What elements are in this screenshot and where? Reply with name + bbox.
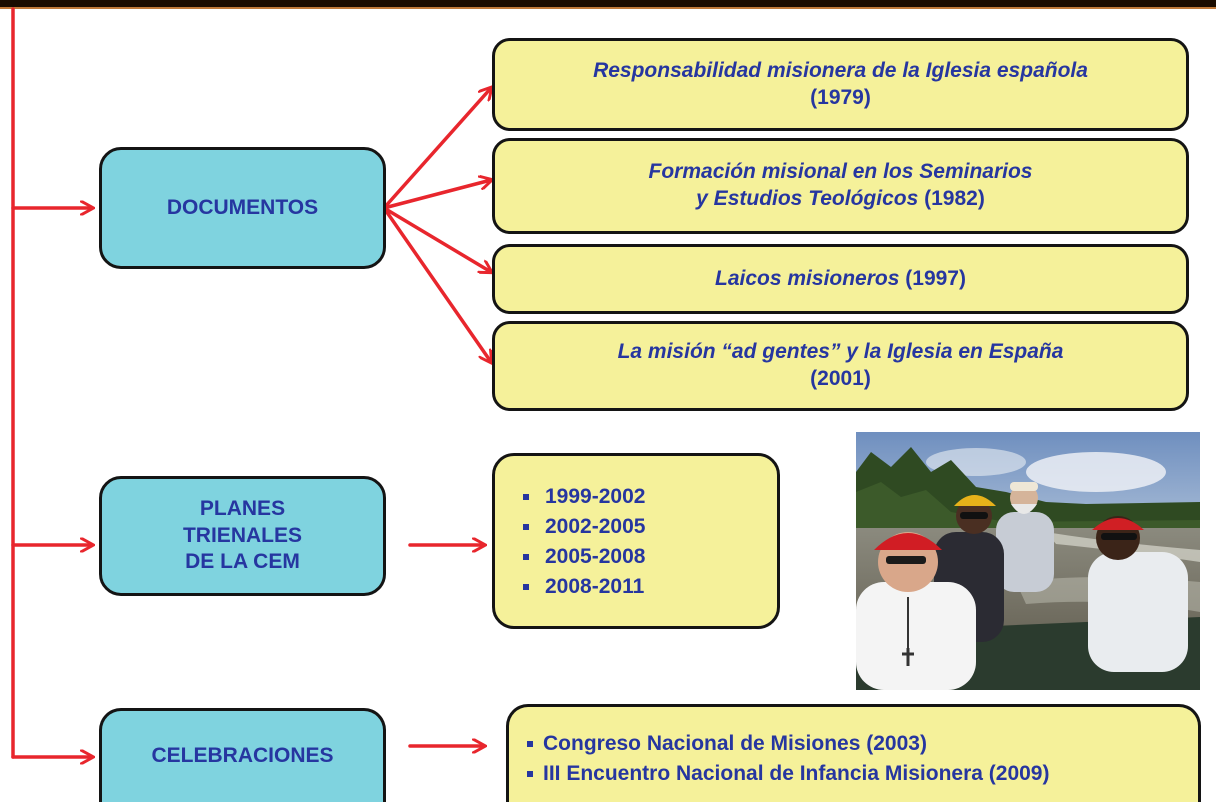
document-2-title-line-1: Formación misional en los Seminarios [648, 160, 1033, 184]
celebraciones-list-box: Congreso Nacional de Misiones (2003) III… [506, 704, 1201, 802]
planes-label-line-2: TRIENALES [182, 523, 302, 547]
planes-label-line-1: PLANES [199, 497, 286, 521]
bullet-marker [523, 584, 529, 590]
planes-list-item: 1999-2002 [519, 482, 777, 512]
document-4-year: (2001) [810, 367, 871, 390]
document-4-title: La misión “ad gentes” y la Iglesia en Es… [617, 340, 1064, 364]
document-1-year: (1979) [810, 85, 871, 109]
bullet-marker [523, 524, 529, 530]
document-item-3: Laicos misioneros (1997) [492, 244, 1189, 314]
planes-list-item: 2008-2011 [519, 572, 777, 602]
arrow-to-doc-2 [382, 180, 491, 210]
document-item-2: Formación misional en los Seminarios y E… [492, 138, 1189, 234]
category-documentos-label: DOCUMENTOS [166, 195, 319, 219]
document-3-title: Laicos misioneros [715, 266, 900, 290]
planes-list: 1999-2002 2002-2005 2005-2008 2008-2011 [519, 482, 777, 602]
bullet-marker [523, 494, 529, 500]
photo-illustration [856, 432, 1200, 690]
document-item-1: Responsabilidad misionera de la Iglesia … [492, 38, 1189, 131]
category-celebraciones-label: CELEBRACIONES [151, 744, 334, 768]
planes-list-box: 1999-2002 2002-2005 2005-2008 2008-2011 [492, 453, 780, 629]
document-2-year: (1982) [924, 187, 985, 210]
planes-label-line-3: DE LA CEM [185, 550, 300, 574]
celebraciones-list: Congreso Nacional de Misiones (2003) III… [523, 729, 1198, 789]
planes-list-item: 2005-2008 [519, 542, 777, 572]
bullet-marker [527, 771, 533, 777]
arrow-to-doc-1 [382, 88, 491, 210]
bullet-marker [527, 741, 533, 747]
document-item-4: La misión “ad gentes” y la Iglesia en Es… [492, 321, 1189, 411]
celebraciones-list-item: Congreso Nacional de Misiones (2003) [523, 729, 1198, 759]
document-1-title: Responsabilidad misionera de la Iglesia … [593, 58, 1088, 82]
arrow-to-doc-3 [382, 206, 491, 272]
top-border [0, 0, 1216, 9]
celebraciones-list-item: III Encuentro Nacional de Infancia Misio… [523, 759, 1198, 789]
category-planes-trienales: PLANES TRIENALES DE LA CEM [99, 476, 386, 596]
category-celebraciones: CELEBRACIONES [99, 708, 386, 802]
bullet-marker [523, 554, 529, 560]
category-documentos: DOCUMENTOS [99, 147, 386, 269]
missionaries-boat-photo [856, 432, 1200, 690]
arrow-to-doc-4 [382, 206, 491, 362]
planes-list-item: 2002-2005 [519, 512, 777, 542]
document-2-title-line-2: y Estudios Teológicos [696, 187, 919, 210]
document-3-year: (1997) [905, 266, 966, 290]
